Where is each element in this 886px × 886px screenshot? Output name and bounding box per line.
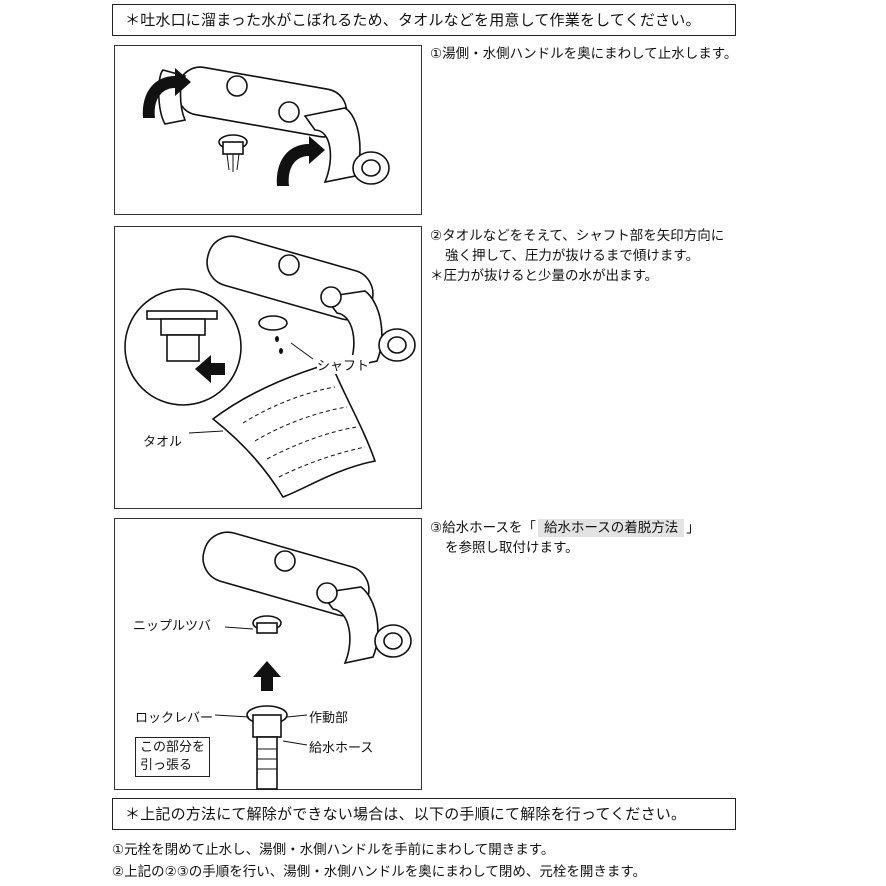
step2-line1: ②タオルなどをそえて、シャフト部を矢印方向に [430, 228, 725, 244]
footer-line1: ①元栓を閉めて止水し、湯側・水側ハンドルを手前にまわして開きます。 [112, 842, 555, 858]
notice-bottom: ＊上記の方法にて解除ができない場合は、以下の手順にて解除を行ってください。 [112, 798, 736, 830]
pull-line1: この部分を [140, 740, 206, 755]
label-shaft: シャフト [317, 355, 370, 374]
label-towel: タオル [143, 431, 183, 450]
illustration-step2: シャフト タオル [114, 226, 422, 509]
step2-text: ②タオルなどをそえて、シャフト部を矢印方向に 強く押して、圧力が抜けるまで傾けま… [430, 226, 724, 286]
step3-reference: 給水ホースの着脱方法 [537, 519, 685, 537]
step1-text: ①湯側・水側ハンドルを奥にまわして止水します。 [430, 44, 737, 64]
step3-prefix: ③給水ホースを「 [430, 520, 536, 536]
label-actuator: 作動部 [309, 707, 349, 726]
step3-line1: ③給水ホースを「給水ホースの着脱方法」 [430, 518, 700, 538]
step2-note: ＊圧力が抜けると少量の水が出ます。 [430, 268, 659, 284]
label-supply-hose: 給水ホース [309, 737, 374, 756]
step2-line2: 強く押して、圧力が抜けるまで傾けます。 [445, 248, 700, 264]
notice-top: ＊吐水口に溜まった水がこぼれるため、タオルなどを用意して作業をしてください。 [112, 4, 736, 36]
footer-line2: ②上記の②③の手順を行い、湯側・水側ハンドルを奥にまわして閉め、元栓を開きます。 [112, 864, 647, 880]
pull-line2: 引っ張る [140, 758, 193, 773]
label-nipple-flange: ニップルツバ [133, 615, 212, 634]
illustration-step3: ニップルツバ ロックレバー 作動部 給水ホース この部分を 引っ張る [114, 518, 422, 790]
step3-line2: を参照し取付けます。 [445, 540, 579, 556]
step1-line1: ①湯側・水側ハンドルを奥にまわして止水します。 [430, 46, 738, 62]
label-lock-lever: ロックレバー [135, 707, 214, 726]
step3-suffix: 」 [686, 520, 700, 536]
label-pull-here: この部分を 引っ張る [135, 737, 211, 777]
illustration-step1 [114, 45, 422, 215]
step3-text: ③給水ホースを「給水ホースの着脱方法」 を参照し取付けます。 [430, 518, 700, 558]
